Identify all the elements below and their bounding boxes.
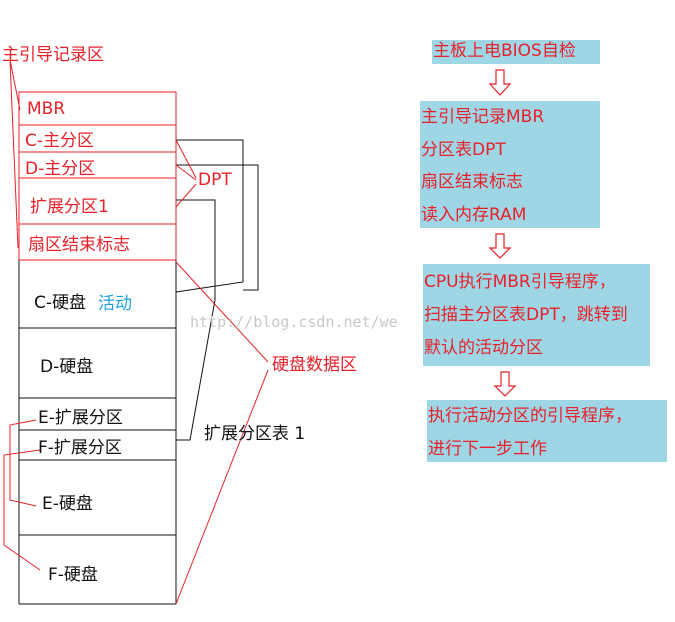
flow-arrow-3 (493, 371, 517, 397)
flow-step-4-line-1: 执行活动分区的引导程序， (428, 406, 632, 426)
ext-bracket-1 (9, 419, 37, 507)
mbr-block-outline (18, 91, 177, 261)
dpt-leader-3 (175, 183, 197, 208)
f-ext-label: F-扩展分区 (38, 438, 122, 458)
dpt-leader-2 (175, 164, 197, 181)
d-primary-connector (176, 164, 259, 291)
watermark: http://blog.csdn.net/we (190, 313, 398, 331)
flow-step-2: 主引导记录MBR 分区表DPT 扇区结束标志 读入内存RAM (420, 101, 600, 228)
title-leader-2 (9, 59, 19, 249)
flow-arrow-1 (488, 69, 512, 96)
flow-step-4: 执行活动分区的引导程序， 进行下一步工作 (427, 400, 667, 462)
dpt-leader-1 (175, 139, 197, 179)
flow-step-1-text: 主板上电BIOS自检 (433, 41, 576, 61)
mbr-label: MBR (27, 99, 66, 119)
c-primary-label: C-主分区 (25, 131, 95, 151)
mbr-area-title: 主引导记录区 (2, 45, 104, 65)
e-disk-label: E-硬盘 (42, 494, 93, 514)
d-disk-label: D-硬盘 (40, 357, 94, 377)
e-ext-label: E-扩展分区 (38, 408, 123, 428)
flow-step-2-line-4: 读入内存RAM (421, 205, 527, 225)
flow-step-2-line-2: 分区表DPT (421, 140, 506, 160)
flow-step-2-line-3: 扇区结束标志 (421, 172, 523, 192)
flow-step-3: CPU执行MBR引导程序， 扫描主分区表DPT，跳转到 默认的活动分区 (423, 264, 650, 366)
flow-step-3-line-1: CPU执行MBR引导程序， (424, 272, 616, 292)
disk-data-leader-2 (175, 369, 269, 605)
flow-step-2-line-1: 主引导记录MBR (421, 107, 545, 127)
flow-step-3-line-3: 默认的活动分区 (424, 338, 543, 358)
sector-end-label: 扇区结束标志 (28, 235, 130, 255)
disk-data-leader-1 (175, 261, 269, 363)
ext1-connector (176, 199, 216, 441)
ext-table-label: 扩展分区表 1 (204, 424, 306, 444)
flow-step-1: 主板上电BIOS自检 (432, 40, 600, 64)
title-leader-1 (9, 59, 21, 111)
active-label: 活动 (98, 294, 132, 314)
c-primary-connector (175, 139, 244, 293)
flow-step-3-line-2: 扫描主分区表DPT，跳转到 (424, 305, 628, 325)
disk-data-label: 硬盘数据区 (272, 355, 357, 375)
d-primary-label: D-主分区 (25, 159, 96, 179)
flow-step-4-line-2: 进行下一步工作 (428, 439, 547, 459)
ext1-label: 扩展分区1 (30, 197, 109, 217)
flow-arrow-2 (488, 233, 512, 259)
c-disk-label: C-硬盘 (34, 293, 87, 313)
dpt-label: DPT (198, 170, 232, 190)
f-disk-label: F-硬盘 (48, 565, 98, 585)
ext-bracket-2 (3, 449, 41, 571)
